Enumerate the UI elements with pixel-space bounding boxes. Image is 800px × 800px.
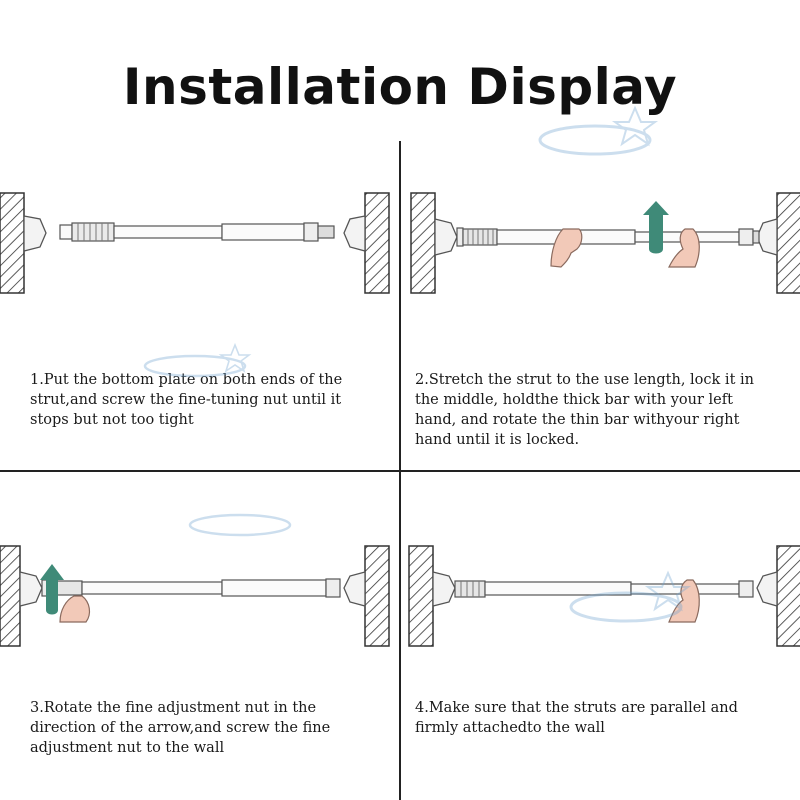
step-2-caption: 2.Stretch the strut to the use length, l…	[415, 372, 754, 448]
step-4-illustration	[408, 545, 800, 647]
step-4-panel: 4.Make sure that the struts are parallel…	[401, 472, 800, 800]
rotation-arrow-icon	[40, 564, 64, 615]
watermark-logo	[143, 342, 252, 378]
watermark-logo	[538, 105, 659, 156]
page-title: Installation Display	[122, 58, 678, 116]
step-3-caption: 3.Rotate the fine adjustment nut in the …	[30, 700, 331, 756]
rotation-arrow-icon	[643, 201, 669, 254]
watermark-logo	[188, 513, 292, 537]
step-3-panel: 3.Rotate the fine adjustment nut in the …	[0, 472, 400, 800]
hand-icon	[668, 579, 700, 623]
step-2-panel: 2.Stretch the strut to the use length, l…	[401, 141, 800, 470]
step-1-panel: 1.Put the bottom plate on both ends of t…	[0, 141, 400, 470]
wall-hatch-icon	[0, 545, 390, 647]
step-1-illustration	[0, 192, 390, 294]
step-2-illustration	[410, 192, 800, 294]
step-4-caption: 4.Make sure that the struts are parallel…	[415, 700, 738, 736]
hand-icon	[550, 228, 583, 268]
wall-hatch-icon	[0, 192, 390, 294]
watermark-logo	[569, 570, 692, 623]
step-1-caption: 1.Put the bottom plate on both ends of t…	[30, 372, 343, 428]
hand-icon	[59, 595, 91, 623]
hand-icon	[668, 228, 700, 268]
horizontal-divider	[0, 470, 800, 472]
step-3-illustration	[0, 545, 390, 647]
